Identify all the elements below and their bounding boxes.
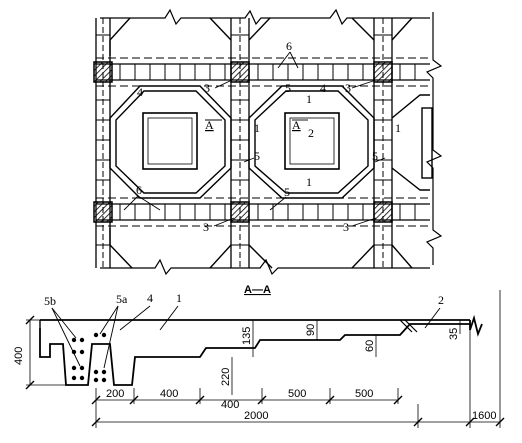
callout-3: 3: [345, 81, 351, 95]
dim-200: 200: [106, 388, 124, 400]
section-marker-a: A: [205, 118, 214, 132]
plan-leaders: [123, 51, 386, 227]
callout-5: 5: [285, 81, 291, 95]
section-view: [25, 290, 505, 428]
rib-rebars: [71, 332, 107, 383]
section-title: A—A: [244, 284, 271, 296]
section-marker-a: A: [292, 118, 301, 132]
plan-view: [93, 8, 443, 276]
callout-3: 3: [203, 220, 209, 234]
callout-2: 2: [308, 126, 314, 140]
dim-2000: 2000: [244, 410, 268, 422]
dim-135: 135: [241, 327, 253, 345]
plan-rib-ticks: [96, 34, 416, 246]
callout-1: 1: [306, 175, 312, 189]
callout-1: 1: [395, 121, 401, 135]
slab-profile: [39, 314, 483, 386]
plan-vertical-dashed: [102, 18, 384, 268]
plan-octagon-coffers: [109, 17, 433, 269]
plan-labels: 6 6 5 4 4 3 3 3 3 1 1 1 1 5 5 5 2 A A: [136, 39, 401, 234]
callout-5b: 5b: [44, 294, 56, 308]
callout-4: 4: [320, 81, 326, 95]
dim-400-vertical: 400: [13, 347, 25, 365]
plan-square-panels: [142, 112, 340, 170]
callout-1: 1: [254, 121, 260, 135]
section-dims: [26, 290, 501, 428]
callout-6: 6: [286, 39, 292, 53]
section-leaders: [51, 305, 441, 369]
callout-5: 5: [372, 149, 378, 163]
dim-400-a: 400: [160, 388, 178, 400]
callout-6: 6: [136, 183, 142, 197]
dim-ticks: [25, 315, 505, 427]
callout-5: 5: [284, 185, 290, 199]
callout-1: 1: [176, 291, 182, 305]
callout-3: 3: [343, 220, 349, 234]
dim-500-a: 500: [288, 388, 306, 400]
dim-90: 90: [305, 324, 317, 336]
dim-500-b: 500: [355, 388, 373, 400]
dim-400-b: 400: [221, 399, 239, 411]
plan-horizontal-ribs: [96, 63, 430, 221]
dim-220: 220: [220, 368, 232, 386]
callout-5: 5: [254, 149, 260, 163]
callout-2: 2: [438, 293, 444, 307]
dim-1600: 1600: [472, 410, 496, 422]
callout-4: 4: [147, 291, 153, 305]
plan-break-edges: [100, 8, 443, 276]
dim-35: 35: [448, 328, 460, 340]
callout-1: 1: [306, 92, 312, 106]
callout-4: 4: [137, 85, 143, 99]
callout-5a: 5a: [116, 292, 128, 306]
plan-column-caps: [93, 61, 393, 223]
section-labels: 5b 5a 4 1 2 400 135 90 60 35 220 200 400…: [13, 291, 496, 422]
callout-3: 3: [204, 81, 210, 95]
dim-60: 60: [364, 340, 376, 352]
